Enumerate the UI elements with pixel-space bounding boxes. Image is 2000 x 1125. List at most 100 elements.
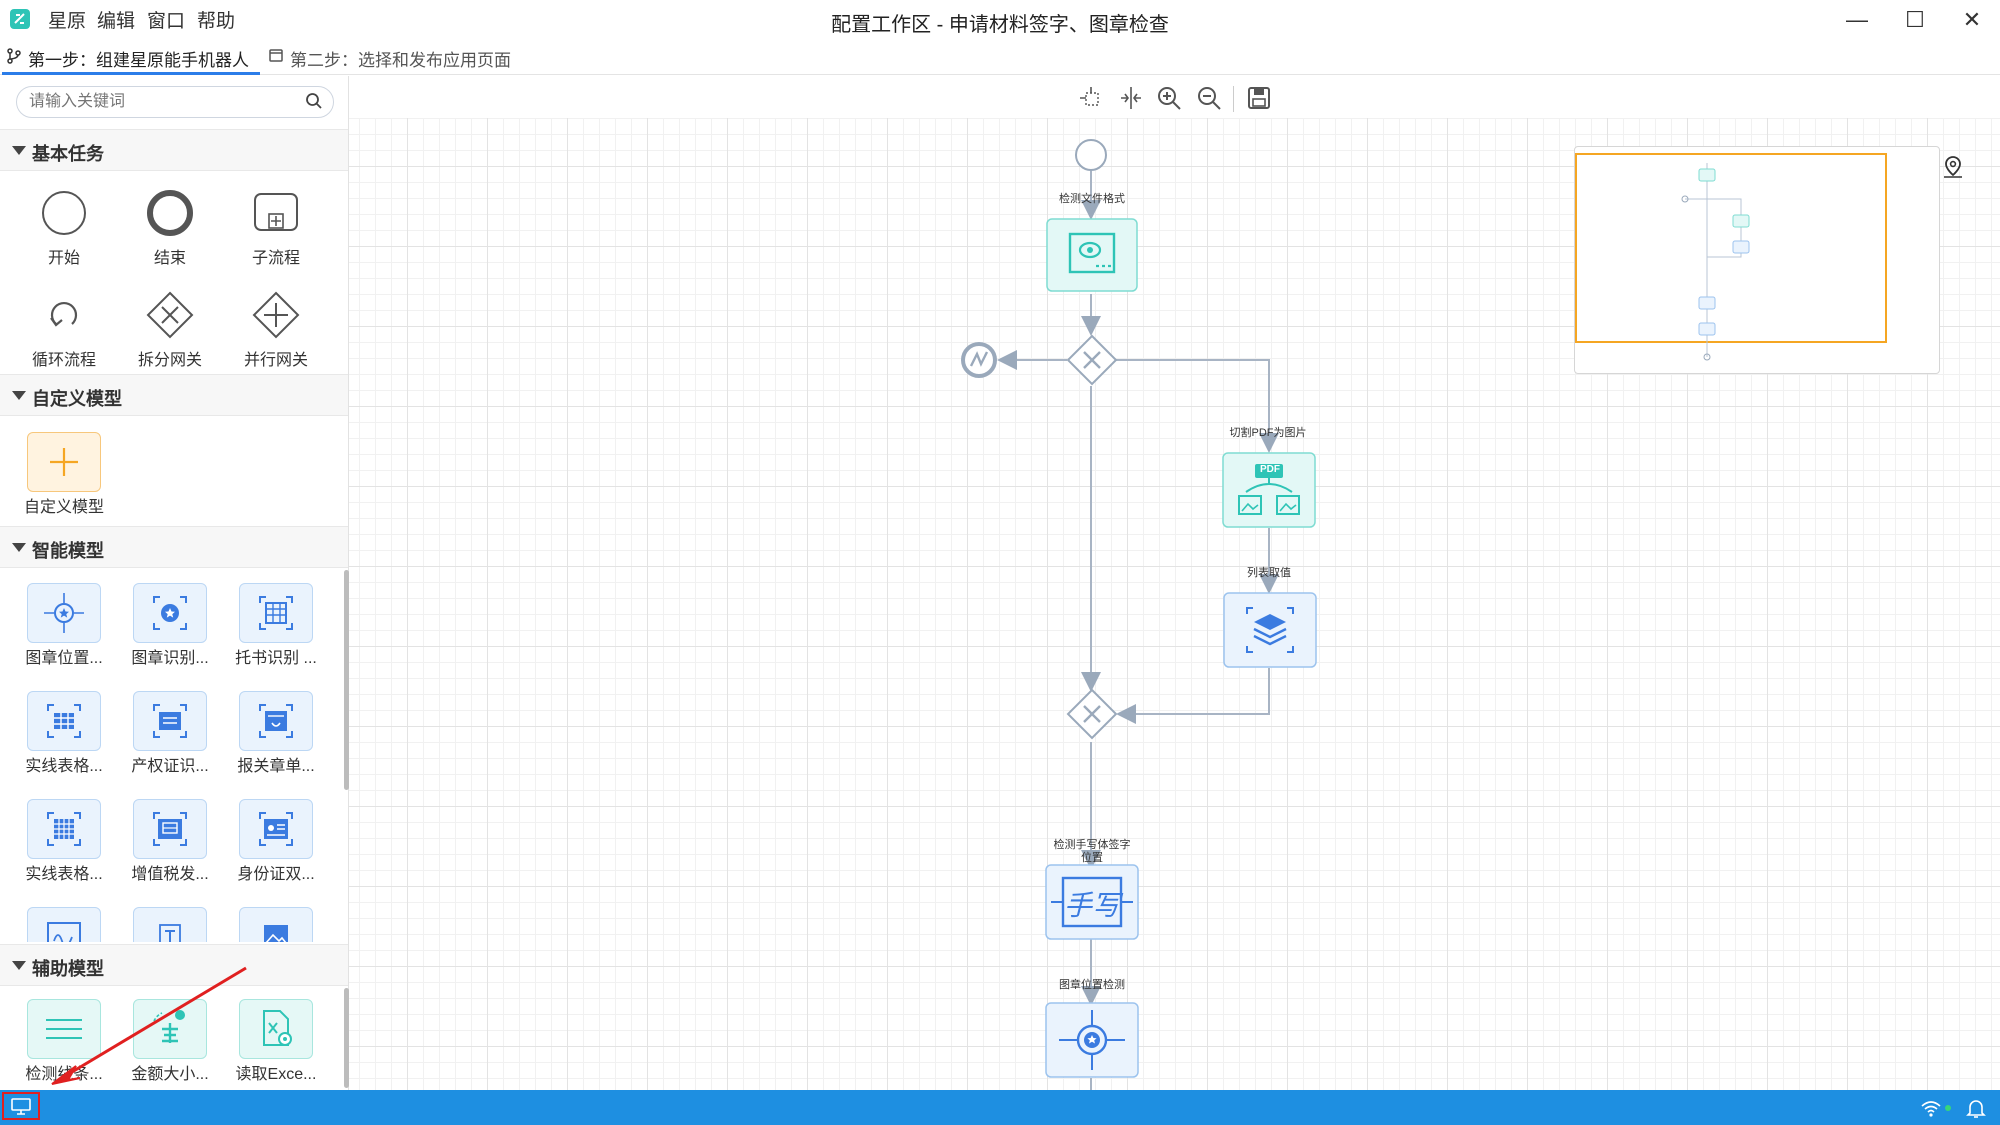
- sidebar-scrollbar[interactable]: [344, 570, 349, 790]
- error-end-node[interactable]: [959, 340, 999, 380]
- sidebar-scrollbar-lower[interactable]: [344, 988, 349, 1088]
- node-split-pdf[interactable]: [1222, 452, 1316, 528]
- close-button[interactable]: ✕: [1962, 7, 1982, 32]
- node-label-seal-detect: 图章位置检测: [1059, 979, 1125, 991]
- node-label-handwriting-a: 检测手写体签字: [1053, 839, 1131, 851]
- search-icon[interactable]: [305, 92, 323, 115]
- image-icon: [239, 907, 313, 942]
- tool-text-partial[interactable]: [122, 907, 218, 942]
- branch-icon: [6, 47, 22, 69]
- zoom-in-icon[interactable]: [1154, 84, 1184, 112]
- excel-read-icon: [239, 999, 313, 1059]
- tool-label: 并行网关: [243, 352, 308, 369]
- minimap[interactable]: [1574, 146, 1940, 374]
- caret-down-icon: [12, 961, 26, 970]
- menu-window[interactable]: 窗口: [147, 11, 186, 32]
- section-aux-models[interactable]: 辅助模型: [0, 944, 348, 986]
- section-custom-models[interactable]: 自定义模型: [0, 374, 348, 416]
- section-title: 自定义模型: [32, 389, 122, 409]
- tool-start[interactable]: 开始: [16, 184, 112, 268]
- node-list-value[interactable]: [1223, 592, 1317, 668]
- certificate-icon: [133, 691, 207, 751]
- menu-help[interactable]: 帮助: [197, 11, 236, 32]
- tool-custom-model[interactable]: 自定义模型: [16, 432, 112, 517]
- tool-label: 图章位置...: [25, 650, 103, 667]
- tool-label: 结束: [153, 250, 186, 267]
- wifi-icon[interactable]: [1920, 1098, 1942, 1123]
- table-scan-icon: [239, 583, 313, 643]
- gateway-merge[interactable]: [1066, 688, 1118, 740]
- text-icon: [133, 907, 207, 942]
- maximize-button[interactable]: ☐: [1905, 7, 1925, 32]
- tool-detect-lines[interactable]: 检测线条...: [16, 999, 112, 1084]
- page-icon: [268, 48, 284, 69]
- tab-step-two[interactable]: 第二步：选择和发布应用页面: [268, 46, 511, 70]
- tab-step-two-label: 第二步：选择和发布应用页面: [290, 50, 511, 70]
- fit-selection-icon[interactable]: [1076, 84, 1106, 112]
- subprocess-icon: [238, 184, 314, 242]
- loop-icon: [26, 286, 102, 344]
- save-icon[interactable]: [1244, 84, 1274, 112]
- flow-diagram: [997, 170, 1279, 1090]
- tool-property-certificate[interactable]: 产权证识...: [122, 691, 218, 776]
- node-detect-format[interactable]: [1046, 218, 1138, 292]
- toolbar-divider: [1233, 86, 1234, 112]
- node-label-list-value: 列表取值: [1247, 567, 1291, 579]
- smart-models-list: 图章位置... 图章识别... 托书识别 ... 实线表格... 产权证识...…: [0, 572, 344, 942]
- tool-label: 开始: [47, 250, 80, 267]
- tool-end[interactable]: 结束: [122, 184, 218, 268]
- section-title: 智能模型: [32, 541, 104, 561]
- tool-label: 托书识别 ...: [235, 650, 317, 667]
- bell-icon[interactable]: [1966, 1097, 1986, 1124]
- minimap-diagram: [1681, 163, 1750, 361]
- gateway-split[interactable]: [1066, 334, 1118, 391]
- tool-amount-case[interactable]: 金额大小...: [122, 999, 218, 1084]
- minimize-button[interactable]: —: [1846, 7, 1868, 32]
- map-pin-icon[interactable]: [1940, 154, 1966, 185]
- tool-vat-invoice[interactable]: 增值税发...: [122, 799, 218, 884]
- menu-xingyuan[interactable]: 星原: [48, 11, 87, 32]
- window-title: 配置工作区 - 申请材料签字、图章检查: [831, 14, 1169, 36]
- menu-edit[interactable]: 编辑: [97, 11, 136, 32]
- tool-seal-position[interactable]: 图章位置...: [16, 583, 112, 668]
- tool-label: 实线表格...: [25, 866, 103, 883]
- node-handwriting-signature[interactable]: [1045, 864, 1139, 940]
- plus-icon: [27, 432, 101, 492]
- table-icon: [27, 691, 101, 751]
- invoice-icon: [133, 799, 207, 859]
- tab-step-one[interactable]: 第一步：组建星原能手机器人: [6, 46, 249, 70]
- search-box: [16, 86, 334, 118]
- search-input[interactable]: [27, 90, 291, 114]
- tool-seal-recognition[interactable]: 图章识别...: [122, 583, 218, 668]
- tool-image-partial[interactable]: [228, 907, 324, 942]
- tool-customs-form[interactable]: 报关章单...: [228, 691, 324, 776]
- align-center-icon[interactable]: [1116, 84, 1146, 112]
- tool-id-card[interactable]: 身份证双...: [228, 799, 324, 884]
- handwriting-icon: [27, 907, 101, 942]
- section-basic-tasks[interactable]: 基本任务: [0, 129, 348, 171]
- tool-label: 拆分网关: [137, 352, 202, 369]
- start-node[interactable]: [1074, 138, 1108, 172]
- section-smart-models[interactable]: 智能模型: [0, 526, 348, 568]
- tool-split-gateway[interactable]: 拆分网关: [122, 286, 218, 370]
- tool-consignment-recognition[interactable]: 托书识别 ...: [228, 583, 324, 668]
- end-event-icon: [132, 184, 208, 242]
- id-card-icon: [239, 799, 313, 859]
- tool-subprocess[interactable]: 子流程: [228, 184, 324, 268]
- tool-parallel-gateway[interactable]: 并行网关: [228, 286, 324, 370]
- tool-handwriting-partial[interactable]: [16, 907, 112, 942]
- tool-solid-table-1[interactable]: 实线表格...: [16, 691, 112, 776]
- tool-label: 产权证识...: [131, 758, 209, 775]
- start-event-icon: [26, 184, 102, 242]
- node-seal-position-detect[interactable]: [1045, 1002, 1139, 1078]
- monitor-icon[interactable]: [2, 1092, 40, 1120]
- minimap-viewport[interactable]: [1575, 153, 1887, 343]
- tool-loop[interactable]: 循环流程: [16, 286, 112, 370]
- caret-down-icon: [12, 543, 26, 552]
- pdf-badge-text: PDF: [1260, 464, 1280, 475]
- zoom-out-icon[interactable]: [1194, 84, 1224, 112]
- tool-solid-table-2[interactable]: 实线表格...: [16, 799, 112, 884]
- exclusive-gateway-icon: [132, 286, 208, 344]
- tool-read-excel[interactable]: 读取Exce...: [228, 999, 324, 1084]
- tab-bar: [0, 40, 2000, 75]
